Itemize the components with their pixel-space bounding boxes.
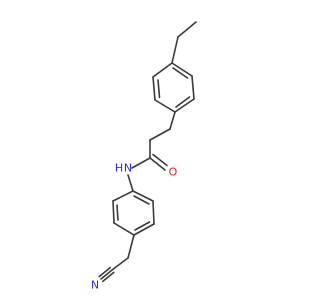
- structure-canvas: O H N N: [91, 21, 197, 292]
- upper-benzene-ring: [152, 62, 195, 113]
- bond-carbonyl-double-a: [149, 157, 166, 171]
- bond-ch2-nitrile-carbon: [111, 257, 129, 271]
- atom-label-nitrile-nitrogen: N: [91, 279, 99, 292]
- bond-carbonyl-double-b: [152, 153, 168, 167]
- bond-carbonyl-nitrogen: [131, 157, 151, 169]
- bond-ch2-ch2: [149, 128, 171, 141]
- bond-nitrile-triple-a: [100, 269, 113, 280]
- lower-benzene-ring: [112, 190, 155, 236]
- bond-ethyl-ring: [171, 36, 179, 64]
- bond-ring-ch2: [169, 111, 176, 130]
- bond-nitrile-triple-c: [102, 271, 115, 283]
- atom-label-oxygen: O: [169, 166, 178, 179]
- atom-label-amide-hydrogen: H: [115, 162, 123, 175]
- bond-nitrile-triple-b: [98, 266, 111, 278]
- bond-ring-ch2-cyano: [127, 234, 135, 259]
- atom-label-amide-nitrogen: N: [124, 162, 132, 175]
- bond-nitrogen-ring: [127, 174, 134, 192]
- molecule-structure: O H N N: [91, 21, 197, 292]
- bond-ethyl-terminal: [177, 21, 197, 38]
